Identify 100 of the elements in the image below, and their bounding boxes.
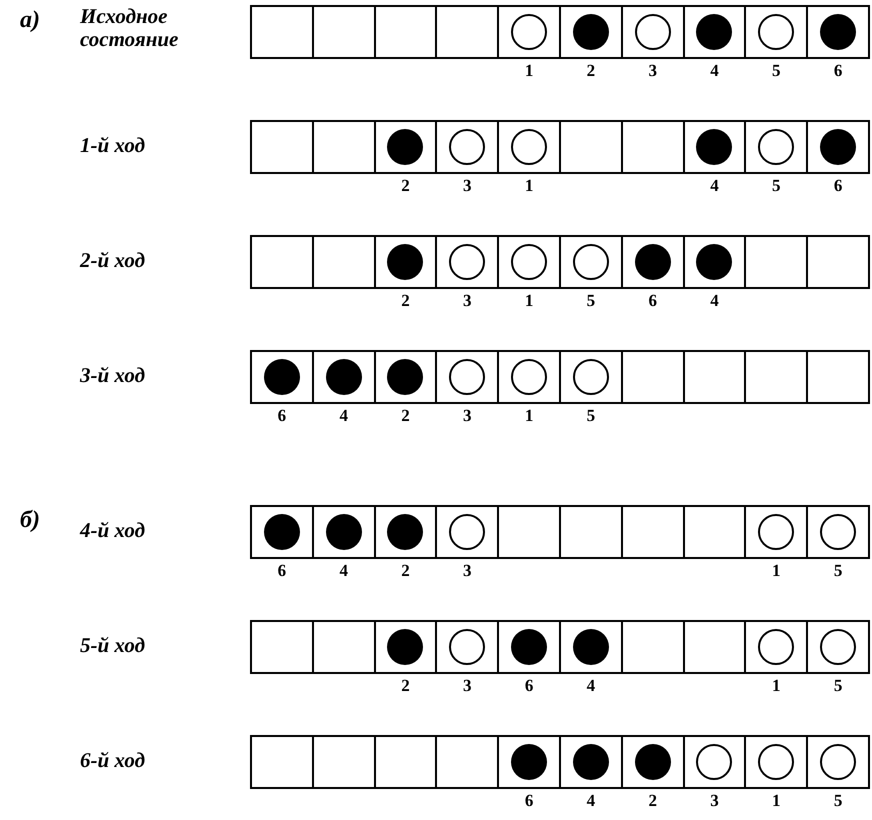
grid-cell (250, 735, 314, 789)
grid-cell (806, 620, 870, 674)
row-label: 3-й ход (80, 364, 146, 388)
grid-cell (250, 620, 314, 674)
cell-number: 5 (586, 407, 596, 425)
grid-cell (250, 505, 314, 559)
grid-cell (620, 235, 685, 289)
cell-number: 3 (462, 677, 473, 695)
grid-cell (682, 735, 746, 789)
grid-cell (559, 235, 623, 289)
row-label: 2-й ход (80, 249, 146, 272)
grid-cell (744, 505, 808, 559)
cell-number: 1 (524, 292, 534, 310)
cell-number: 4 (338, 562, 349, 580)
grid-cell (559, 735, 623, 789)
grid-cell (312, 235, 376, 289)
grid-cell (806, 505, 870, 559)
grid-cell (806, 235, 870, 289)
grid-cell (435, 5, 500, 59)
grid-cell (559, 5, 623, 59)
cell-number: 6 (832, 177, 844, 195)
cell-number: 4 (709, 177, 720, 195)
cell-number: 2 (400, 292, 411, 310)
cell-number: 6 (276, 407, 288, 425)
grid-cell (744, 620, 808, 674)
cell-number: 6 (832, 62, 844, 80)
grid-cell (435, 735, 500, 789)
cell-number: 3 (462, 407, 473, 425)
row-label: 5-й ход (80, 634, 146, 658)
cell-number: 3 (462, 177, 473, 195)
grid-cell (374, 620, 438, 674)
cell-number: 5 (771, 62, 782, 80)
cell-number: 6 (647, 292, 658, 310)
grid-cell (620, 620, 685, 674)
cell-number: 6 (524, 677, 534, 695)
grid-cell (620, 735, 685, 789)
part-label: б) (20, 506, 40, 535)
cell-number: 2 (647, 792, 658, 810)
cell-number: 4 (586, 677, 596, 695)
grid-cell (620, 505, 685, 559)
grid-cell (312, 505, 376, 559)
grid-cell (620, 120, 685, 174)
grid-cell (497, 620, 561, 674)
grid-cell (497, 735, 561, 789)
cell-number: 1 (771, 792, 782, 810)
grid-cell (435, 120, 500, 174)
grid-cell (250, 5, 314, 59)
row-label: 4-й ход (80, 519, 146, 542)
cell-number: 2 (400, 677, 411, 695)
grid-cell (497, 350, 561, 404)
grid-cell (497, 5, 561, 59)
grid-cell (620, 5, 685, 59)
cell-number: 3 (462, 292, 473, 310)
grid-cell (312, 735, 376, 789)
grid-cell (620, 350, 685, 404)
cell-number: 3 (647, 62, 658, 80)
cell-number: 1 (771, 562, 782, 580)
cell-number: 5 (771, 177, 782, 195)
cell-number: 1 (524, 177, 534, 195)
grid-cell (312, 620, 376, 674)
grid-cell (435, 505, 500, 559)
cell-number: 1 (771, 677, 782, 695)
grid-cell (374, 505, 438, 559)
grid-cell (374, 735, 438, 789)
grid-cell (682, 620, 746, 674)
cell-number: 2 (586, 62, 596, 80)
cell-number: 4 (338, 407, 349, 425)
grid-cell (250, 120, 314, 174)
cell-number: 6 (524, 792, 534, 810)
grid-cell (312, 5, 376, 59)
row-label: Исходное состояние (80, 5, 180, 52)
grid-cell (682, 235, 746, 289)
grid-cell (435, 235, 500, 289)
cell-number: 6 (276, 562, 288, 580)
grid-cell (744, 235, 808, 289)
cell-number: 2 (400, 562, 411, 580)
grid-cell (744, 5, 808, 59)
cell-number: 5 (832, 792, 844, 810)
grid-cell (312, 350, 376, 404)
grid-cell (806, 735, 870, 789)
grid-cell (435, 350, 500, 404)
grid-cell (559, 350, 623, 404)
cell-number: 1 (524, 62, 534, 80)
grid-cell (682, 350, 746, 404)
grid-cell (806, 120, 870, 174)
cell-number: 1 (524, 407, 534, 425)
cell-number: 3 (462, 562, 473, 580)
grid-cell (250, 350, 314, 404)
cell-number: 3 (709, 792, 720, 810)
grid-cell (312, 120, 376, 174)
grid-cell (497, 120, 561, 174)
cell-number: 5 (832, 562, 844, 580)
cell-number: 2 (400, 177, 411, 195)
cell-number: 4 (709, 292, 720, 310)
grid-cell (682, 505, 746, 559)
grid-cell (374, 235, 438, 289)
cell-number: 4 (709, 62, 720, 80)
cell-number: 2 (400, 407, 411, 425)
grid-cell (250, 235, 314, 289)
grid-cell (806, 350, 870, 404)
